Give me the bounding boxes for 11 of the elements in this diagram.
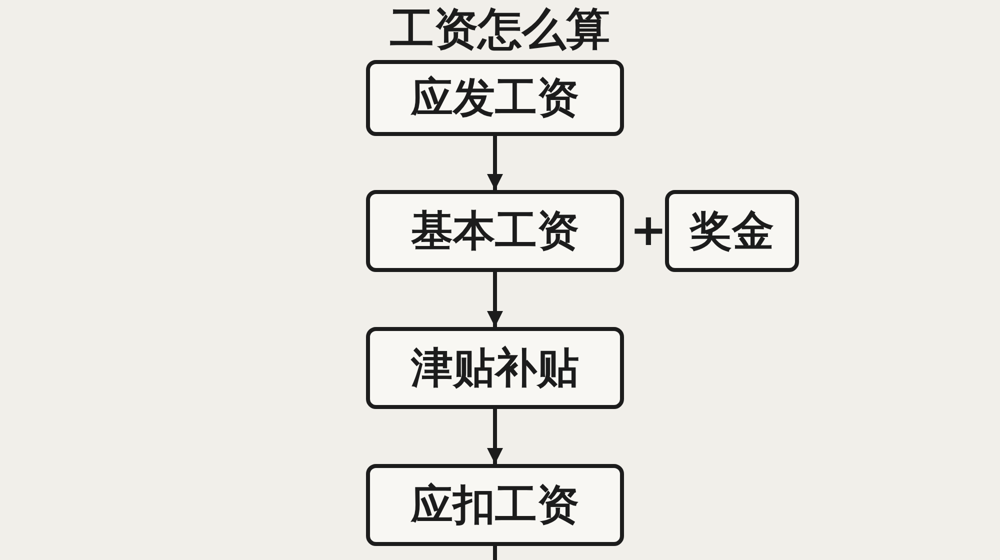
process-box: 奖金 [665,190,799,272]
process-box: 应扣工资 [366,464,624,546]
title: 工资怎么算 [389,3,611,57]
process-box: 基本工资 [366,190,624,272]
connector-line [493,546,497,560]
arrow [487,272,503,327]
plus-sign: + [630,205,667,256]
arrow [487,409,503,464]
arrow [487,136,503,190]
process-box: 津贴补贴 [366,327,624,409]
process-box: 应发工资 [366,60,624,136]
